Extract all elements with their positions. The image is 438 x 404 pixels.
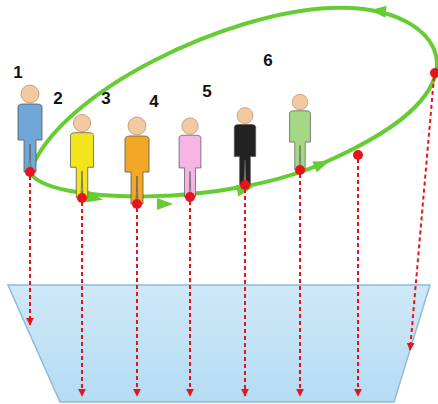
- person-figure: [18, 85, 42, 172]
- person-figure: [125, 117, 149, 204]
- callout-number: 5: [202, 83, 211, 100]
- basin: [8, 285, 430, 402]
- callout-number: 2: [53, 90, 62, 107]
- loop-points: [25, 68, 438, 209]
- person-figure: [234, 108, 256, 185]
- person-figure: [70, 114, 93, 198]
- callout-number: 1: [13, 64, 22, 81]
- callout-number: 6: [263, 52, 272, 69]
- cycle-loop: [30, 8, 437, 197]
- callout-number: 4: [149, 93, 158, 110]
- callout-number: 3: [101, 90, 110, 107]
- person-figures: [18, 85, 311, 204]
- person-figure: [179, 118, 201, 197]
- person-figure: [289, 94, 310, 170]
- drop-arrows: [30, 77, 434, 396]
- loop-arrowheads: [86, 4, 387, 210]
